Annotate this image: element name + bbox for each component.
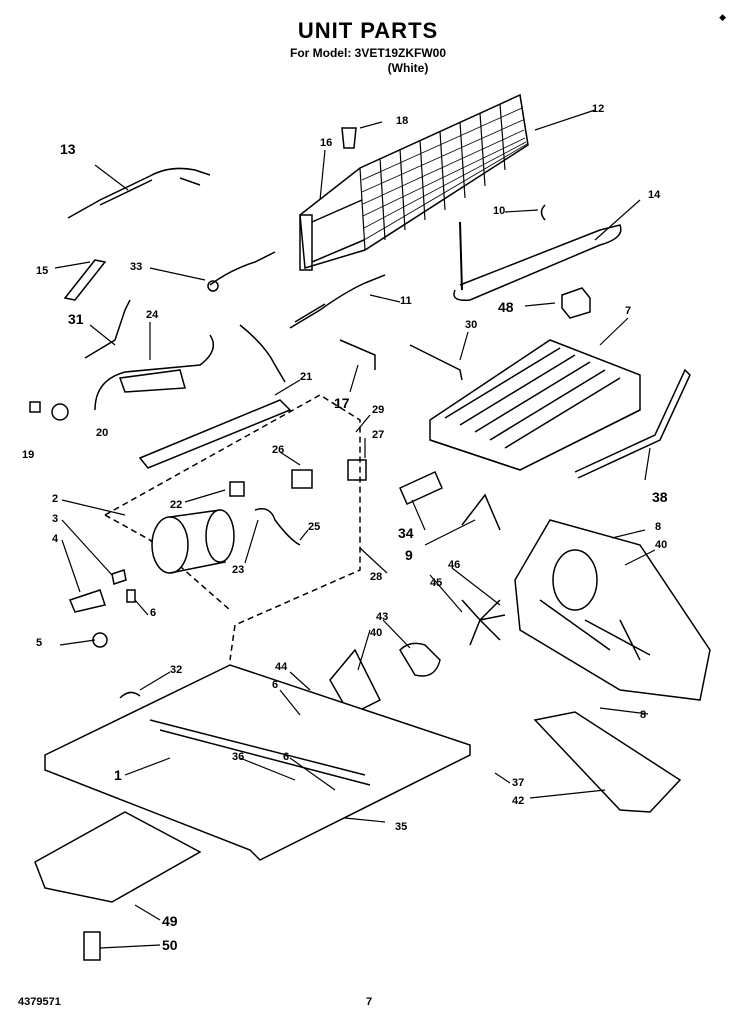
callout-46: 46 xyxy=(448,559,461,571)
access-cover xyxy=(34,811,202,903)
cap-19 xyxy=(29,401,41,413)
grommet-5 xyxy=(92,632,108,648)
wire-harness-33 xyxy=(209,251,276,286)
callout-6-mount: 6 xyxy=(150,607,157,619)
callout-2: 2 xyxy=(52,493,59,505)
callout-34: 34 xyxy=(398,525,414,541)
mount-4 xyxy=(68,589,106,613)
callout-42: 42 xyxy=(512,795,525,807)
fan-blade xyxy=(461,599,506,646)
callout-18: 18 xyxy=(396,115,409,127)
callout-4: 4 xyxy=(52,533,59,545)
condenser-coil xyxy=(429,339,641,471)
callout-8-top: 8 xyxy=(655,521,662,533)
tie-30 xyxy=(409,344,463,381)
callout-35: 35 xyxy=(395,821,408,833)
grommet-20 xyxy=(51,403,69,421)
relay-box-22 xyxy=(229,481,245,497)
callout-28: 28 xyxy=(370,571,383,583)
callout-31: 31 xyxy=(68,311,84,327)
callout-24: 24 xyxy=(146,309,159,321)
leveling-foot xyxy=(83,931,101,961)
callout-8-bottom: 8 xyxy=(640,709,647,721)
callout-1: 1 xyxy=(114,767,122,783)
gasket-21 xyxy=(138,324,292,469)
callout-32: 32 xyxy=(170,664,183,676)
foam-block xyxy=(561,287,591,319)
callout-12: 12 xyxy=(592,103,605,115)
callout-38: 38 xyxy=(652,489,668,505)
callout-37: 37 xyxy=(512,777,525,789)
callout-11: 11 xyxy=(400,295,412,307)
callout-10: 10 xyxy=(493,205,506,217)
callout-6-motor: 6 xyxy=(272,679,279,691)
fan-motor xyxy=(399,642,441,677)
bracket-17 xyxy=(339,339,376,370)
callout-40-mount: 40 xyxy=(370,627,383,639)
capillary-24 xyxy=(94,334,215,411)
callout-16: 16 xyxy=(320,137,333,149)
callout-6-base: 6 xyxy=(283,751,290,763)
doc-number: 4379571 xyxy=(18,996,61,1008)
clip xyxy=(540,204,546,221)
callout-30: 30 xyxy=(465,319,478,331)
callout-22: 22 xyxy=(170,499,183,511)
callout-9: 9 xyxy=(405,547,413,563)
callout-48: 48 xyxy=(498,299,514,315)
callout-20: 20 xyxy=(96,427,109,439)
drain-pan xyxy=(533,711,682,813)
callout-45: 45 xyxy=(430,577,443,589)
compressor-area-outline xyxy=(104,394,361,661)
capacitor-27 xyxy=(347,459,367,481)
page-title: UNIT PARTS xyxy=(297,18,439,43)
callout-29: 29 xyxy=(372,404,385,416)
drier-34 xyxy=(399,471,443,505)
callout-43: 43 xyxy=(376,611,389,623)
evaporator-coil xyxy=(299,93,529,271)
callout-40-shroud: 40 xyxy=(655,539,668,551)
tube-31 xyxy=(84,299,131,359)
tube-38 xyxy=(574,368,691,479)
callout-21: 21 xyxy=(300,371,313,383)
page-number: 7 xyxy=(366,996,373,1008)
color-line: (White) xyxy=(387,61,429,75)
model-line: For Model: 3VET19ZKFW00 xyxy=(289,46,447,60)
callout-5: 5 xyxy=(36,637,43,649)
drain-fitting xyxy=(341,127,357,149)
callout-15: 15 xyxy=(36,265,49,277)
clip-32 xyxy=(119,691,141,699)
callout-19: 19 xyxy=(22,449,35,461)
heater-element xyxy=(67,167,211,219)
grommet-3 xyxy=(111,569,127,585)
callout-14: 14 xyxy=(648,189,661,201)
relay-23 xyxy=(254,508,301,546)
corner-mark: ◆ xyxy=(719,12,726,22)
bracket-15 xyxy=(63,259,107,301)
compressor xyxy=(151,509,235,574)
callout-13: 13 xyxy=(60,141,76,157)
thermistor xyxy=(289,274,386,329)
callout-50: 50 xyxy=(162,937,178,953)
callout-44: 44 xyxy=(275,661,288,673)
callout-33: 33 xyxy=(130,261,143,273)
callout-26: 26 xyxy=(272,444,285,456)
bolt-6 xyxy=(126,589,136,603)
callout-23: 23 xyxy=(232,564,245,576)
callout-17: 17 xyxy=(334,395,350,411)
fan-shroud xyxy=(514,519,711,701)
callout-27: 27 xyxy=(372,429,385,441)
callout-3: 3 xyxy=(52,513,59,525)
callout-49: 49 xyxy=(162,913,178,929)
callout-7-condenser: 7 xyxy=(625,305,632,317)
relay-26 xyxy=(291,469,313,489)
callout-36: 36 xyxy=(232,751,245,763)
base-pan xyxy=(44,664,471,861)
defrost-tube xyxy=(453,224,622,302)
callout-25: 25 xyxy=(308,521,321,533)
tube-9 xyxy=(461,493,501,531)
